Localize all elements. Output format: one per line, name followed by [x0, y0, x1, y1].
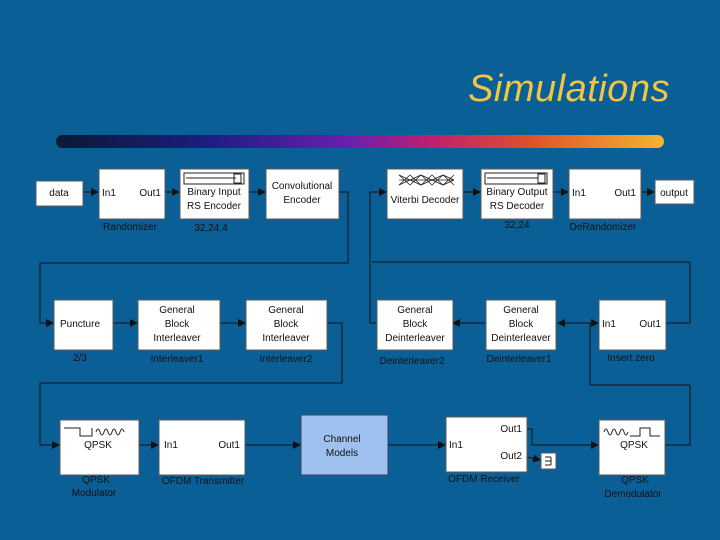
qpsk-demod-caption1: QPSK: [621, 475, 649, 486]
qpsk-mod-label: QPSK: [84, 440, 112, 451]
puncture-label: Puncture: [60, 319, 100, 330]
ofdm-tx-in-port: In1: [164, 440, 178, 451]
deinterleaver1-block[interactable]: General Block Deinterleaver Deinterleave…: [485, 299, 557, 365]
interleaver2-line2: Block: [274, 319, 299, 330]
terminator-block[interactable]: [540, 452, 557, 470]
rs-decoder-line1: Binary Output: [486, 187, 547, 198]
ofdm-rx-caption: OFDM Receiver: [448, 474, 520, 485]
insert-zero-in-port: In1: [602, 319, 616, 330]
derandomizer-in-port: In1: [572, 188, 586, 199]
channel-line2: Models: [326, 448, 358, 459]
interleaver2-caption: Interleaver2: [260, 354, 313, 365]
channel-models-block[interactable]: Channel Models: [300, 414, 389, 476]
puncture-caption: 2/3: [73, 353, 87, 364]
interleaver2-line1: General: [268, 305, 304, 316]
rs-decoder-icon: [484, 172, 548, 185]
conv-encoder-line1: Convolutional: [272, 181, 333, 192]
output-sink-label: output: [660, 188, 688, 199]
qpsk-modulator-block[interactable]: QPSK QPSK Modulator: [59, 419, 140, 499]
rs-encoder-block[interactable]: Binary Input RS Encoder 32,24,4: [179, 168, 250, 234]
deinterleaver1-caption: Deinterleaver1: [486, 354, 551, 365]
ofdm-rx-in-port: In1: [449, 440, 463, 451]
ofdm-tx-caption: OFDM Transmitter: [162, 476, 245, 487]
deinterleaver2-line3: Deinterleaver: [385, 333, 445, 344]
interleaver2-block[interactable]: General Block Interleaver Interleaver2: [245, 299, 328, 365]
slide-title: Simulations: [468, 68, 670, 110]
ofdm-tx-out-port: Out1: [218, 440, 240, 451]
randomizer-out-port: Out1: [139, 188, 161, 199]
data-source-label: data: [49, 188, 69, 199]
derandomizer-block[interactable]: In1 Out1 DeRandomizer: [568, 168, 642, 233]
deinterleaver1-line2: Block: [509, 319, 534, 330]
deinterleaver1-line1: General: [503, 305, 539, 316]
randomizer-caption: Randomizer: [103, 222, 158, 233]
deinterleaver2-line2: Block: [403, 319, 428, 330]
deinterleaver2-caption: Deinterleaver2: [379, 356, 444, 367]
qpsk-demodulator-block[interactable]: QPSK QPSK Demodulator: [598, 419, 666, 500]
signal-wires: [39, 188, 691, 463]
qpsk-demod-caption2: Demodulator: [604, 489, 662, 500]
interleaver1-line1: General: [159, 305, 195, 316]
terminator-icon: [545, 456, 552, 466]
insert-zero-caption: Insert zero: [607, 353, 655, 364]
data-source-block[interactable]: data: [35, 180, 84, 207]
qpsk-demod-label: QPSK: [620, 440, 648, 451]
interleaver1-line3: Interleaver: [153, 333, 201, 344]
insert-zero-out-port: Out1: [639, 319, 661, 330]
viterbi-decoder-block[interactable]: Viterbi Decoder: [386, 168, 464, 220]
rs-encoder-icon: [183, 172, 245, 185]
waveform-icon: [603, 427, 660, 437]
rs-decoder-line2: RS Decoder: [490, 201, 545, 212]
randomizer-in-port: In1: [102, 188, 116, 199]
output-sink-block[interactable]: output: [654, 179, 695, 205]
channel-line1: Channel: [323, 434, 360, 445]
rs-encoder-line2: RS Encoder: [187, 201, 242, 212]
insert-zero-block[interactable]: In1 Out1 Insert zero: [598, 299, 667, 364]
rs-encoder-caption: 32,24,4: [194, 223, 228, 234]
derandomizer-out-port: Out1: [614, 188, 636, 199]
rs-encoder-line1: Binary Input: [187, 187, 241, 198]
rs-decoder-block[interactable]: Binary Output RS Decoder 32,24: [480, 168, 554, 231]
interleaver1-caption: Interleaver1: [151, 354, 204, 365]
title-gradient-rule: [56, 135, 664, 148]
ofdm-receiver-block[interactable]: In1 Out1 Out2 OFDM Receiver: [445, 416, 528, 485]
convolutional-encoder-block[interactable]: Convolutional Encoder: [265, 168, 340, 220]
trellis-icon: [398, 174, 455, 186]
randomizer-block[interactable]: In1 Out1 Randomizer: [98, 168, 166, 233]
deinterleaver2-block[interactable]: General Block Deinterleaver Deinterleave…: [376, 299, 454, 367]
deinterleaver2-line1: General: [397, 305, 433, 316]
ofdm-rx-out2-port: Out2: [500, 451, 522, 462]
viterbi-label: Viterbi Decoder: [391, 195, 460, 206]
puncture-block[interactable]: Puncture 2/3: [53, 299, 114, 364]
interleaver2-line3: Interleaver: [262, 333, 310, 344]
conv-encoder-line2: Encoder: [283, 195, 321, 206]
deinterleaver1-line3: Deinterleaver: [491, 333, 551, 344]
qpsk-mod-caption2: Modulator: [72, 488, 117, 499]
interleaver1-block[interactable]: General Block Interleaver Interleaver1: [137, 299, 221, 365]
derandomizer-caption: DeRandomizer: [570, 222, 637, 233]
rs-decoder-caption: 32,24: [504, 220, 529, 231]
ofdm-rx-out1-port: Out1: [500, 424, 522, 435]
interleaver1-line2: Block: [165, 319, 190, 330]
ofdm-transmitter-block[interactable]: In1 Out1 OFDM Transmitter: [158, 419, 246, 487]
waveform-icon: [64, 427, 125, 437]
qpsk-mod-caption1: QPSK: [82, 475, 110, 486]
